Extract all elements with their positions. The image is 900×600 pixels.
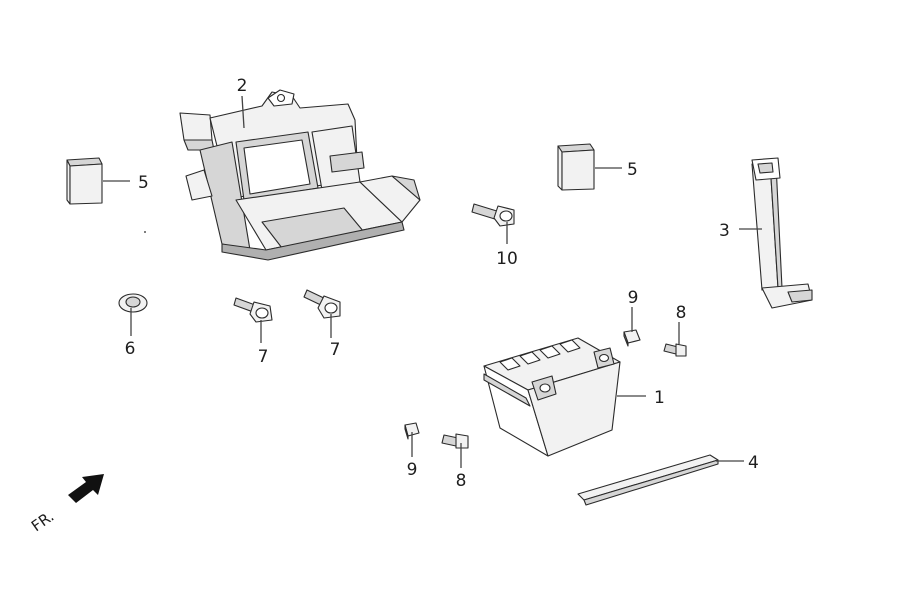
rubber-pad-part-5-left xyxy=(66,157,103,205)
callout-10: 10 xyxy=(496,249,518,269)
bolt-part-7-right xyxy=(303,289,341,319)
leader-lines xyxy=(103,95,762,468)
screw-part-8-lower xyxy=(441,433,469,449)
front-direction-label: FR. xyxy=(28,507,57,535)
callout-9-upper: 9 xyxy=(628,288,639,308)
bolt-part-10 xyxy=(471,203,515,227)
callout-8-lower: 8 xyxy=(456,471,467,491)
nut-part-9-upper xyxy=(623,329,641,347)
callout-5-left: 5 xyxy=(138,173,149,193)
rubber-pad-part-5-right xyxy=(557,143,595,191)
stray-dot xyxy=(144,231,146,233)
callout-7-right: 7 xyxy=(330,340,341,360)
battery-pad-part-4 xyxy=(577,454,719,506)
callout-8-upper: 8 xyxy=(676,303,687,323)
nut-part-9-lower xyxy=(404,422,420,440)
callout-4: 4 xyxy=(748,453,759,473)
callout-3: 3 xyxy=(719,221,730,241)
front-direction-indicator: FR. xyxy=(28,474,104,535)
callout-1: 1 xyxy=(654,388,665,408)
bolt-part-7-left xyxy=(233,297,273,323)
screw-part-8-upper xyxy=(663,343,687,357)
callout-7-left: 7 xyxy=(258,347,269,367)
callout-6: 6 xyxy=(125,339,136,359)
battery-tray-part-2 xyxy=(179,89,421,261)
clip-nut-part-6 xyxy=(118,293,148,313)
battery-part-1 xyxy=(483,337,621,457)
callout-2: 2 xyxy=(237,76,248,96)
callout-5-right: 5 xyxy=(627,160,638,180)
callout-9-lower: 9 xyxy=(407,460,418,480)
front-arrow-icon xyxy=(68,474,104,503)
battery-strap-part-3 xyxy=(751,157,813,309)
